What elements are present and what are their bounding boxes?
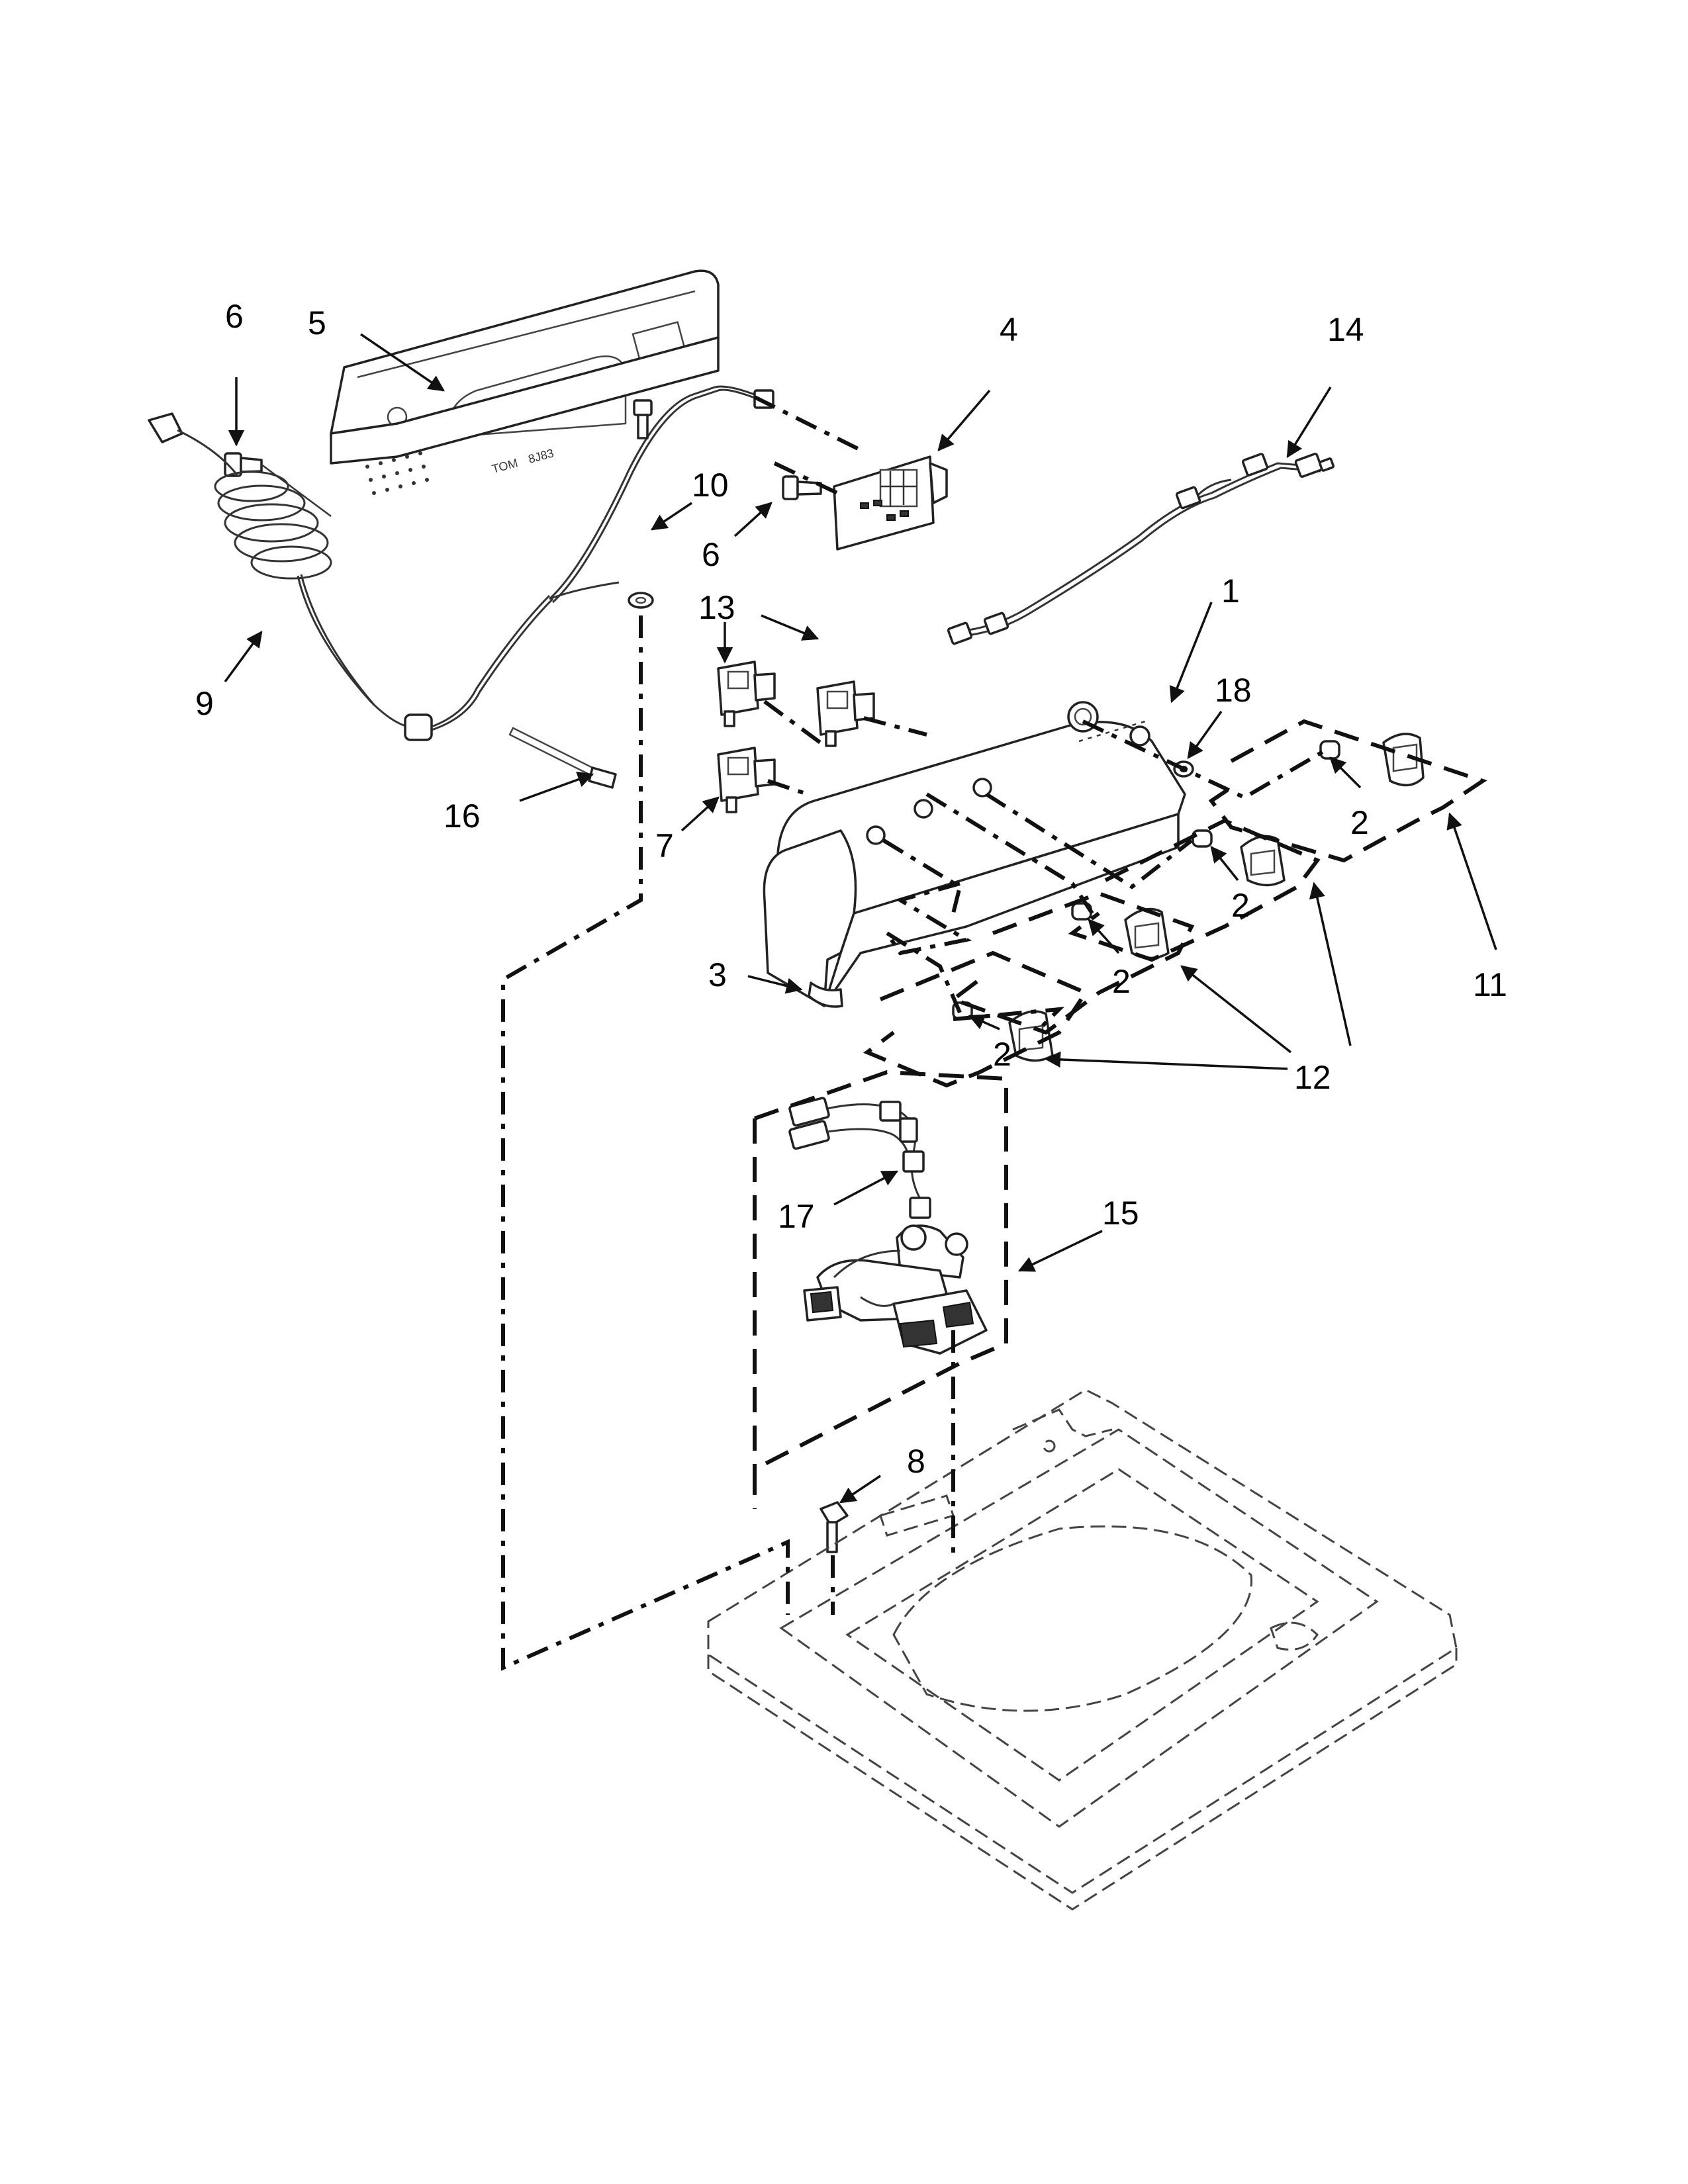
rear-console-panel: TOM 8J83 (330, 269, 720, 495)
callout-14: 14 (1327, 311, 1364, 348)
callout-1: 1 (1221, 572, 1240, 610)
group-box-12-mid (949, 891, 1195, 1035)
knob-2-mid-right (1192, 829, 1286, 887)
callout-16: 16 (444, 797, 481, 835)
switch-13-left (717, 660, 776, 727)
vent-holes (365, 451, 429, 495)
switch-13-right (816, 680, 875, 747)
callout-10: 10 (692, 467, 729, 504)
screw-8 (820, 1501, 849, 1553)
callout-3: 3 (708, 956, 727, 993)
group-box-11 (1208, 719, 1487, 863)
screw-6-left (224, 452, 332, 518)
callout-8: 8 (907, 1443, 925, 1480)
callout-17: 17 (778, 1198, 815, 1235)
knob-2-top (1319, 733, 1425, 787)
assembly-lines (501, 395, 1325, 1671)
callout-6-left: 6 (225, 298, 244, 335)
screw-6-right (782, 475, 822, 500)
ground-screw-10 (628, 399, 654, 609)
callout-5: 5 (308, 304, 326, 341)
water-valve-15 (803, 1224, 988, 1355)
callout-9: 9 (195, 685, 214, 722)
callout-12: 12 (1294, 1059, 1331, 1096)
group-box-12-lower (863, 950, 1089, 1088)
callout-2-top: 2 (1350, 804, 1369, 841)
console-1 (763, 701, 1186, 1007)
leader-arrows (224, 333, 1497, 1504)
panel-text-right: 8J83 (527, 446, 555, 465)
callout-2-mid-right: 2 (1231, 887, 1250, 924)
callout-labels: 5 6 4 14 10 6 9 13 1 18 16 7 3 2 2 2 2 1… (195, 298, 1507, 1480)
panel-text-left: TOM (491, 456, 519, 476)
callout-2-mid-left: 2 (1112, 963, 1131, 1000)
cable-tie (508, 727, 617, 789)
control-board (833, 455, 948, 551)
water-valve-harness-17 (788, 1097, 931, 1219)
wiring-harness-14 (947, 453, 1335, 645)
callout-18: 18 (1215, 672, 1252, 709)
callout-4: 4 (1000, 311, 1018, 348)
callout-6-right: 6 (702, 536, 720, 573)
callout-2-bottom: 2 (993, 1036, 1011, 1073)
callout-11: 11 (1473, 966, 1507, 1003)
switch-7 (717, 747, 776, 813)
power-cord (148, 412, 554, 741)
callout-13: 13 (698, 589, 735, 626)
group-box-12-upper (1068, 818, 1321, 962)
cabinet-top (707, 1388, 1458, 1911)
clip-3 (808, 981, 843, 1008)
callout-15: 15 (1102, 1195, 1139, 1232)
callout-7: 7 (655, 827, 674, 864)
group-box-15 (753, 1069, 1008, 1509)
